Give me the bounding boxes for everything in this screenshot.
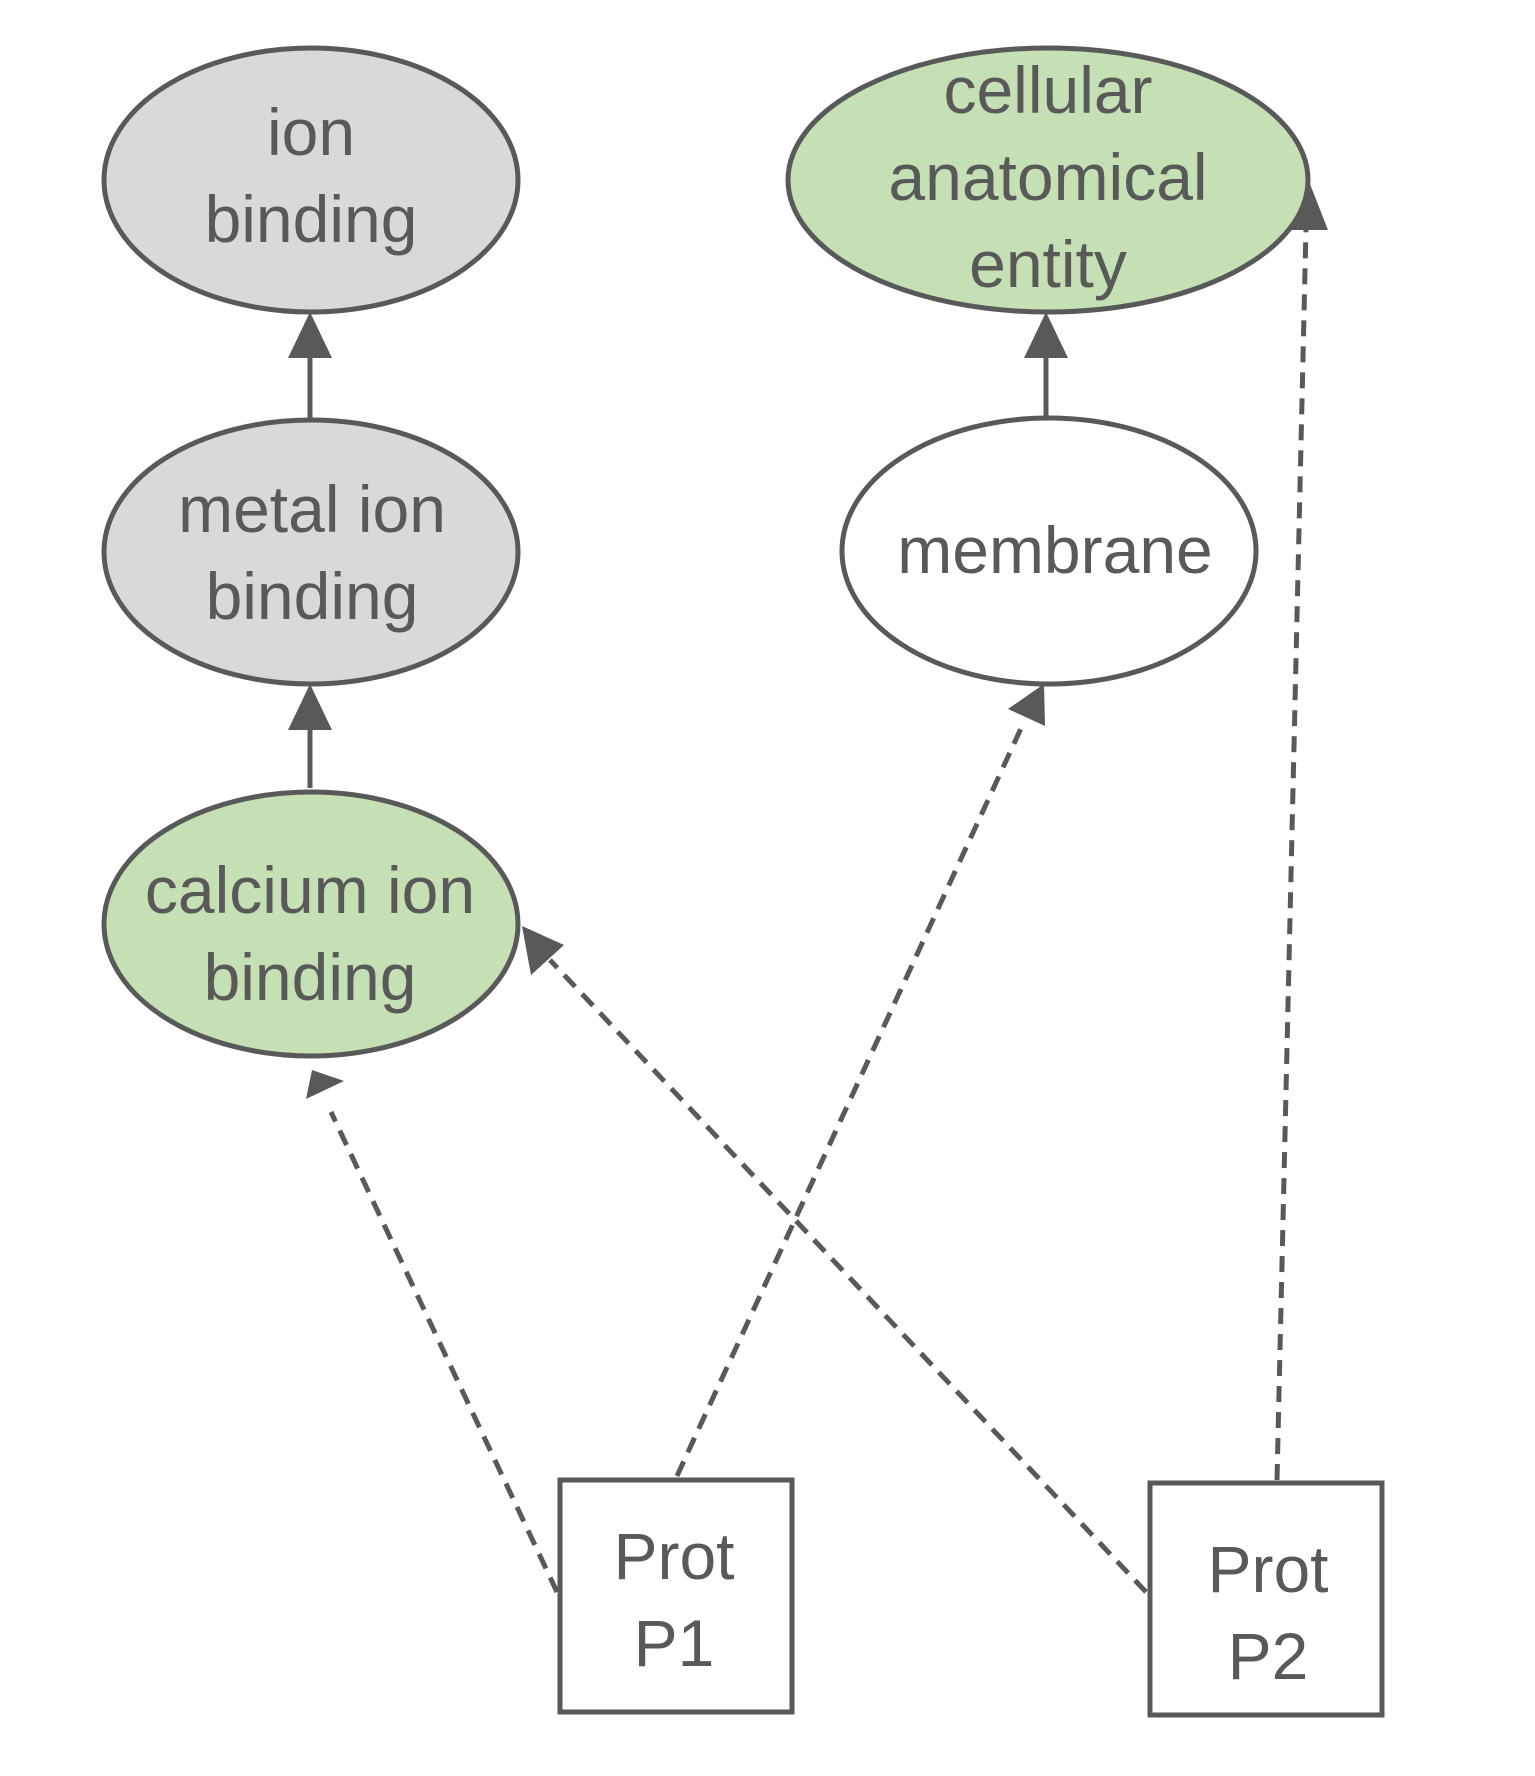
node-shape xyxy=(785,45,1311,315)
edge-prot-p1-to-membrane xyxy=(674,722,1026,1478)
node-calcium-ion-binding[interactable]: calcium ion binding xyxy=(101,789,521,1059)
arrowhead-membrane-from-p1 xyxy=(1008,684,1045,726)
node-label-line: metal ion xyxy=(178,472,446,546)
node-shape xyxy=(101,789,521,1059)
node-label-line: ion xyxy=(267,95,355,169)
arrowhead-cellular-anatomical-entity-solid xyxy=(1024,312,1068,358)
arrowhead-ion-binding xyxy=(288,312,332,358)
edge-prot-p2-to-cellular-anatomical-entity xyxy=(1274,227,1309,1481)
node-label-line: Prot xyxy=(613,1519,734,1593)
edge-prot-p2-to-calcium-ion-binding xyxy=(548,958,1148,1594)
node-membrane[interactable]: membrane xyxy=(839,415,1259,687)
node-shape xyxy=(557,1477,795,1715)
node-label-line: Prot xyxy=(1207,1532,1328,1606)
arrowhead-metal-ion-binding xyxy=(288,684,332,730)
node-prot-p2[interactable]: Prot P2 xyxy=(1147,1480,1385,1718)
edge-prot-p1-to-calcium-ion-binding xyxy=(328,1110,560,1594)
node-label-line: binding xyxy=(204,940,417,1014)
node-ion-binding[interactable]: ion binding xyxy=(101,45,521,315)
node-prot-p1[interactable]: Prot P1 xyxy=(557,1477,795,1715)
node-label-line: binding xyxy=(205,182,418,256)
node-label-line: membrane xyxy=(897,513,1212,587)
node-metal-ion-binding[interactable]: metal ion binding xyxy=(101,417,521,687)
node-shape xyxy=(839,415,1259,687)
node-label-line: anatomical xyxy=(888,140,1207,214)
node-label-line: cellular xyxy=(943,53,1152,127)
node-shape xyxy=(1147,1480,1385,1718)
node-label-line: P2 xyxy=(1228,1619,1309,1693)
node-cellular-anatomical-entity[interactable]: cellular anatomical entity xyxy=(785,45,1311,315)
node-shape xyxy=(101,417,521,687)
arrowhead-calcium-ion-binding-from-p2 xyxy=(522,926,564,975)
node-label-line: entity xyxy=(969,227,1127,301)
node-label-line: calcium ion xyxy=(145,853,475,927)
arrowhead-calcium-ion-binding-from-p1 xyxy=(306,1070,344,1099)
node-shape xyxy=(101,45,521,315)
node-label-line: binding xyxy=(206,559,419,633)
node-label-line: P1 xyxy=(634,1606,715,1680)
